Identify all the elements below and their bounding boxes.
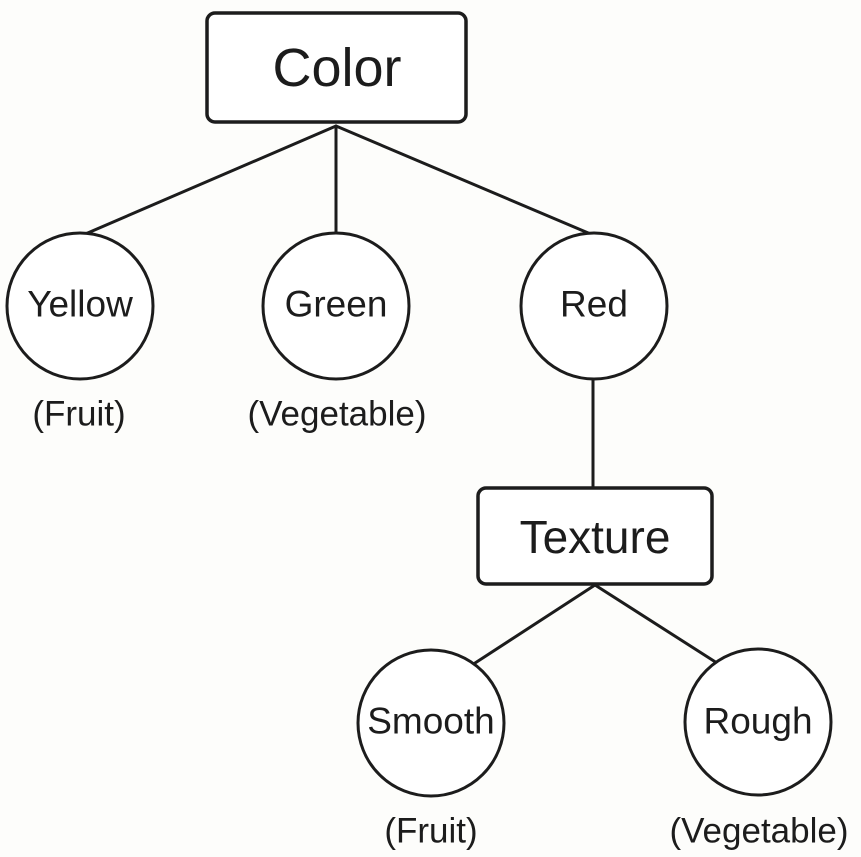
node-yellow-label: Yellow: [27, 284, 133, 325]
node-yellow: Yellow (Fruit): [5, 231, 155, 434]
node-smooth-result: (Fruit): [384, 812, 477, 851]
node-red-label: Red: [560, 284, 628, 325]
node-color-label: Color: [272, 38, 401, 98]
node-green-circle: [261, 231, 411, 381]
node-rough-circle: [683, 647, 833, 797]
node-yellow-result: (Fruit): [32, 395, 125, 434]
edges: [81, 124, 719, 667]
node-smooth-label: Smooth: [367, 701, 495, 742]
node-rough-result: (Vegetable): [669, 812, 848, 851]
edge-texture-rough: [593, 583, 719, 665]
edge-color-yellow: [81, 124, 338, 237]
node-green-result: (Vegetable): [247, 395, 426, 434]
node-color-box: [205, 11, 468, 124]
node-green: Green (Vegetable): [247, 231, 427, 434]
node-texture-label: Texture: [520, 511, 671, 563]
node-smooth-circle: [356, 648, 506, 798]
edge-color-red: [334, 124, 595, 237]
node-rough: Rough (Vegetable): [669, 647, 849, 851]
edge-texture-smooth: [470, 583, 597, 667]
node-smooth: Smooth (Fruit): [356, 648, 506, 851]
node-red: Red: [519, 231, 669, 381]
node-color: Color: [205, 11, 468, 124]
node-yellow-circle: [5, 231, 155, 381]
node-texture: Texture: [476, 486, 714, 586]
node-rough-label: Rough: [703, 701, 812, 742]
node-red-circle: [519, 231, 669, 381]
node-texture-box: [476, 486, 714, 586]
node-green-label: Green: [285, 284, 388, 325]
